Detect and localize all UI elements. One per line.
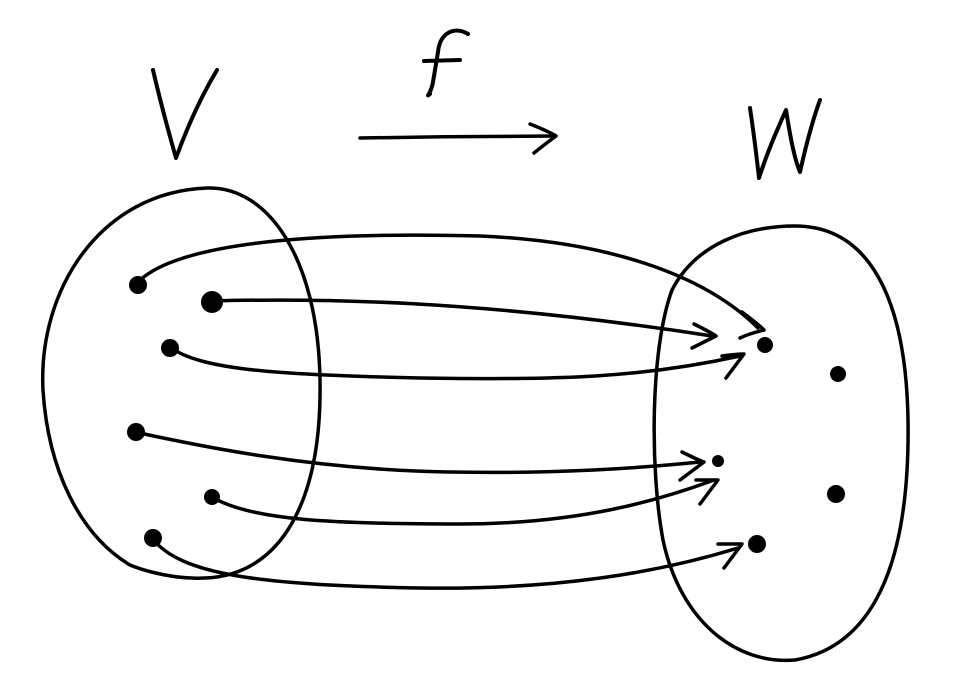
mapping-arrowhead-v4-w2 [678, 450, 706, 482]
codomain-set-w [652, 224, 910, 663]
mapping-arrow-v4-w2 [133, 430, 702, 475]
mapping-arrowhead-v5-w2 [694, 478, 720, 506]
domain-point-1 [129, 276, 147, 294]
f-letter-stroke [426, 28, 470, 98]
mapping-arrowhead-v6-w3 [716, 542, 744, 570]
mapping-arrows [133, 233, 766, 590]
domain-point-6 [144, 529, 162, 547]
mapping-arrowhead-v1-w1 [738, 310, 766, 340]
domain-set-v [41, 186, 322, 580]
mapping-arrow-v2-w1 [210, 298, 714, 338]
function-label-f: f [422, 28, 470, 98]
mapping-arrowhead-v2-w1 [690, 322, 718, 350]
domain-point-4 [127, 423, 145, 441]
function-arrow-head [528, 122, 558, 155]
function-arrow [358, 122, 558, 155]
v-letter-stroke [151, 68, 219, 160]
domain-points [127, 276, 223, 547]
function-arrow-shaft [358, 134, 555, 140]
codomain-point-3 [712, 455, 724, 467]
codomain-point-4 [827, 485, 845, 503]
domain-point-2 [201, 291, 223, 313]
f-crossbar [422, 58, 462, 63]
domain-label-text: V [180, 119, 181, 121]
mapping-arrow-v6-w3 [150, 536, 740, 590]
codomain-set-label: W [748, 98, 822, 180]
codomain-point-2 [830, 366, 846, 382]
mapping-arrowhead-v3-w1 [720, 352, 746, 380]
domain-point-5 [204, 489, 220, 505]
w-letter-stroke [748, 98, 822, 180]
codomain-point-5 [748, 535, 766, 553]
codomain-points [712, 337, 846, 553]
domain-point-3 [161, 339, 179, 357]
mapping-arrow-v3-w1 [168, 345, 742, 381]
codomain-label-text: W [785, 149, 786, 151]
domain-set-label: V [151, 68, 219, 160]
mapping-arrow-v5-w2 [210, 478, 716, 526]
mapping-arrow-v1-w1 [136, 233, 760, 330]
codomain-point-1 [757, 337, 773, 353]
